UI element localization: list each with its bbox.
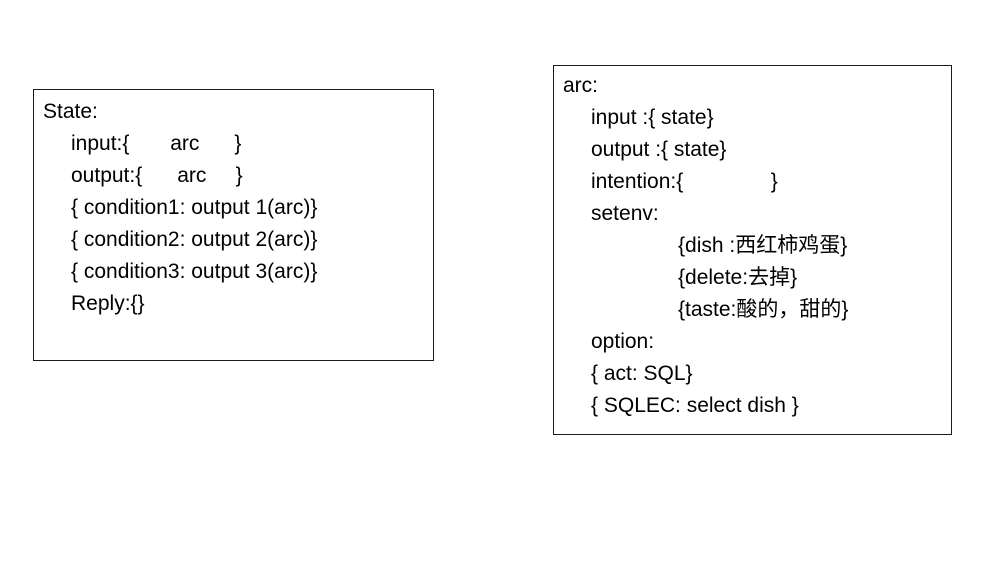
arc-setenv-delete-line: {delete:去掉} xyxy=(678,266,798,289)
arc-setenv-dish-line: {dish :西红柿鸡蛋} xyxy=(678,234,848,257)
arc-input-line: input :{ state} xyxy=(591,106,714,129)
state-condition2-line: { condition2: output 2(arc)} xyxy=(71,228,318,251)
state-condition1-line: { condition1: output 1(arc)} xyxy=(71,196,318,219)
state-box-title: State: xyxy=(43,100,98,123)
state-definition-box: State: input:{ arc } output:{ arc } { co… xyxy=(33,89,434,361)
arc-intention-line: intention:{ } xyxy=(591,170,778,193)
state-input-line: input:{ arc } xyxy=(71,132,242,155)
state-reply-line: Reply:{} xyxy=(71,292,145,315)
state-output-line: output:{ arc } xyxy=(71,164,243,187)
arc-sqlec-line: { SQLEC: select dish } xyxy=(591,394,799,417)
arc-setenv-line: setenv: xyxy=(591,202,659,225)
arc-setenv-taste-line: {taste:酸的，甜的} xyxy=(678,298,849,321)
state-condition3-line: { condition3: output 3(arc)} xyxy=(71,260,318,283)
arc-act-line: { act: SQL} xyxy=(591,362,693,385)
arc-definition-box: arc: input :{ state} output :{ state} in… xyxy=(553,65,952,435)
arc-output-line: output :{ state} xyxy=(591,138,727,161)
arc-option-line: option: xyxy=(591,330,655,353)
arc-box-title: arc: xyxy=(563,74,599,97)
